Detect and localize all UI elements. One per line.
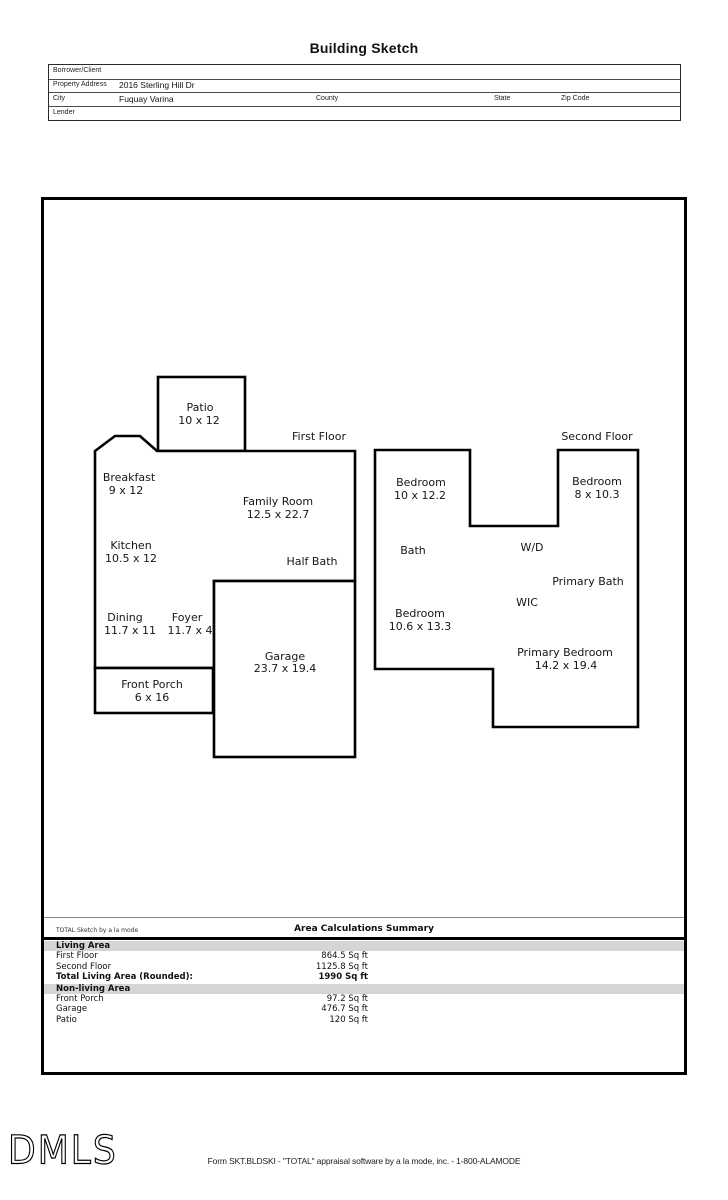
row-label: Patio [56, 1014, 77, 1025]
dining-label: Dining [107, 611, 143, 624]
row-value: 120 Sq ft [329, 1014, 368, 1025]
header-form: Borrower/Client Property Address 2016 St… [48, 64, 681, 121]
bedroom1-dims: 10 x 12.2 [394, 489, 446, 502]
patio-outline [156, 375, 247, 453]
patio-dims: 10 x 12 [178, 414, 220, 427]
row-label: First Floor [56, 951, 98, 961]
bedroom2-dims: 8 x 10.3 [575, 488, 620, 501]
row-label: Second Floor [56, 961, 112, 972]
row-value: 97.2 Sq ft [326, 993, 368, 1004]
wic-label: WIC [516, 596, 538, 609]
second-floor-outline [373, 448, 640, 729]
dmls-logo: DMLS [7, 1128, 118, 1174]
form-row-borrower: Borrower/Client [49, 65, 680, 79]
city-label: City [53, 95, 66, 102]
city-value: Fuquay Varina [119, 94, 174, 104]
table-row: Front Porch 97.2 Sq ft [44, 994, 684, 1005]
borrower-label: Borrower/Client [53, 67, 102, 74]
garage-label: Garage [265, 650, 306, 663]
family-room-dims: 12.5 x 22.7 [247, 508, 310, 521]
form-row-property-address: Property Address 2016 Sterling Hill Dr [49, 79, 680, 92]
garage-outline [212, 579, 357, 759]
row-value: 1125.8 Sq ft [315, 961, 368, 972]
foyer-dims: 11.7 x 4 [168, 624, 213, 637]
summary-title: Area Calculations Summary [294, 924, 434, 934]
row-label: Front Porch [56, 993, 104, 1004]
building-sketch-area: First Floor Patio 10 x 12 Breakfast 9 x … [41, 197, 687, 1075]
front-porch-dims: 6 x 16 [135, 691, 170, 704]
primary-bath-label: Primary Bath [552, 575, 624, 588]
property-address-label: Property Address [53, 81, 107, 88]
nonliving-area-header: Non-living Area [44, 983, 684, 994]
total-sketch-watermark: TOTAL Sketch by a la mode [56, 927, 139, 934]
front-porch-outline [93, 666, 215, 715]
row-value: 476.7 Sq ft [321, 1004, 368, 1014]
footer-form-line: Form SKT.BLDSKI - "TOTAL" appraisal soft… [207, 1156, 521, 1166]
total-label: Total Living Area (Rounded): [56, 972, 193, 982]
table-row: Patio 120 Sq ft [44, 1015, 684, 1026]
table-row: First Floor 864.5 Sq ft [44, 951, 684, 962]
total-living-area-row: Total Living Area (Rounded): 1990 Sq ft [44, 972, 684, 983]
living-area-header: Living Area [44, 941, 684, 951]
foyer-label: Foyer [172, 611, 203, 624]
summary-title-row: TOTAL Sketch by a la mode Area Calculati… [44, 917, 684, 940]
bedroom3-dims: 10.6 x 13.3 [389, 620, 452, 633]
zip-code-label: Zip Code [561, 95, 590, 102]
table-row: Second Floor 1125.8 Sq ft [44, 962, 684, 973]
form-row-city: City Fuquay Varina County State Zip Code [49, 92, 680, 106]
washer-dryer-label: W/D [520, 541, 543, 554]
bedroom3-label: Bedroom [395, 607, 445, 620]
county-label: County [316, 95, 339, 102]
page-title: Building Sketch [309, 40, 419, 56]
floorplan-canvas: First Floor Patio 10 x 12 Breakfast 9 x … [93, 375, 640, 759]
bedroom1-label: Bedroom [396, 476, 446, 489]
breakfast-dims: 9 x 12 [109, 484, 144, 497]
first-floor-title: First Floor [292, 430, 346, 443]
family-room-label: Family Room [243, 495, 313, 508]
garage-dims: 23.7 x 19.4 [254, 662, 317, 675]
lender-label: Lender [53, 109, 75, 116]
row-label: Garage [56, 1004, 88, 1014]
kitchen-label: Kitchen [110, 539, 151, 552]
bath-label: Bath [400, 544, 426, 557]
second-floor-title: Second Floor [561, 430, 633, 443]
dining-dims: 11.7 x 11 [104, 624, 156, 637]
table-row: Garage 476.7 Sq ft [44, 1004, 684, 1015]
breakfast-label: Breakfast [103, 471, 156, 484]
patio-label: Patio [187, 401, 214, 414]
property-address-value: 2016 Sterling Hill Dr [119, 80, 195, 90]
primary-bedroom-label: Primary Bedroom [517, 646, 613, 659]
area-summary-table: TOTAL Sketch by a la mode Area Calculati… [44, 917, 684, 1025]
primary-bedroom-dims: 14.2 x 19.4 [535, 659, 598, 672]
half-bath-label: Half Bath [286, 555, 337, 568]
bedroom2-label: Bedroom [572, 475, 622, 488]
total-value: 1990 Sq ft [318, 972, 368, 982]
front-porch-label: Front Porch [121, 678, 183, 691]
form-row-lender: Lender [49, 106, 680, 120]
kitchen-dims: 10.5 x 12 [105, 552, 157, 565]
state-label: State [494, 95, 511, 102]
row-value: 864.5 Sq ft [321, 951, 368, 961]
